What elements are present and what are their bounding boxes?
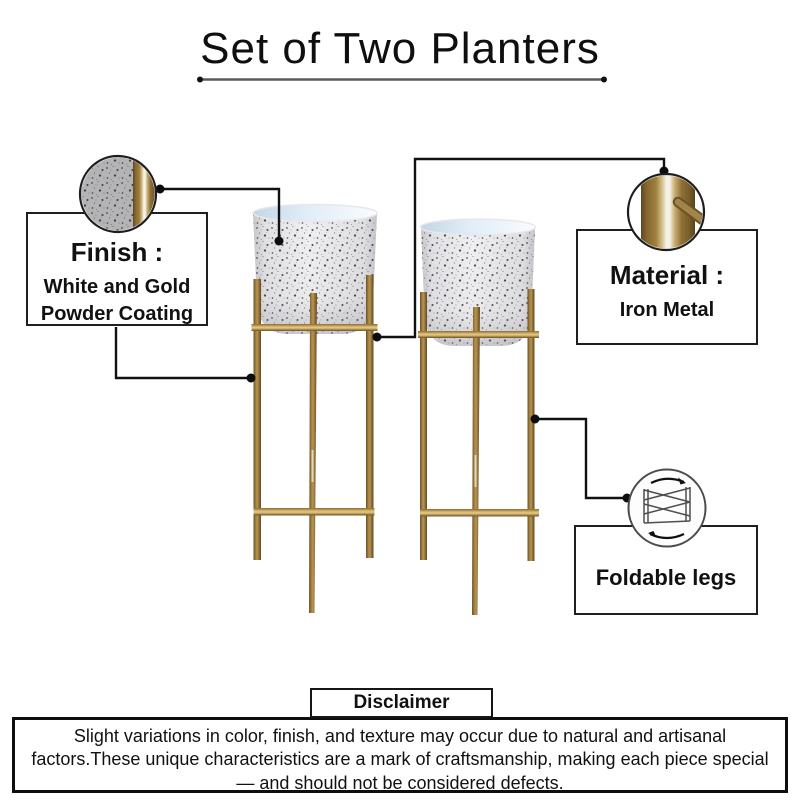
right-stand-upper-crossbar	[418, 331, 539, 338]
finish-line-1: White and Gold	[43, 275, 191, 298]
material-body: Iron Metal	[619, 298, 715, 321]
connector-foldable-to-leg	[535, 417, 627, 500]
left-stand-right-leg	[366, 275, 374, 558]
right-stand-left-leg	[420, 292, 427, 560]
left-stand-left-leg	[253, 279, 261, 560]
right-stand-lower-crossbar	[420, 509, 539, 517]
right-planter-illustration	[418, 218, 539, 615]
left-stand-middle-leg	[309, 293, 317, 613]
disclaimer-text-box: Slight variations in color, finish, and …	[12, 717, 788, 793]
material-callout-box: Material : Iron Metal	[576, 229, 758, 345]
right-stand-right-leg	[527, 289, 535, 561]
title-underline	[197, 76, 607, 83]
right-pot-rim	[419, 218, 537, 236]
connector-finishbox-to-leg	[114, 327, 251, 380]
foldable-callout-box: Foldable legs	[574, 525, 758, 615]
left-pot-rim	[252, 203, 378, 223]
finish-callout-box: Finish : White and Gold Powder Coating	[26, 212, 208, 326]
material-heading: Material :	[609, 260, 725, 290]
page-title: Set of Two Planters	[200, 24, 600, 73]
left-planter-illustration	[251, 203, 378, 613]
left-stand-lower-crossbar	[253, 508, 375, 516]
finish-line-2: Powder Coating	[40, 302, 194, 325]
foldable-label: Foldable legs	[595, 565, 737, 590]
disclaimer-title-box: Disclaimer	[310, 688, 493, 718]
right-stand-middle-leg	[472, 307, 480, 615]
left-stand-upper-crossbar	[251, 324, 378, 331]
finish-heading: Finish :	[70, 237, 164, 267]
